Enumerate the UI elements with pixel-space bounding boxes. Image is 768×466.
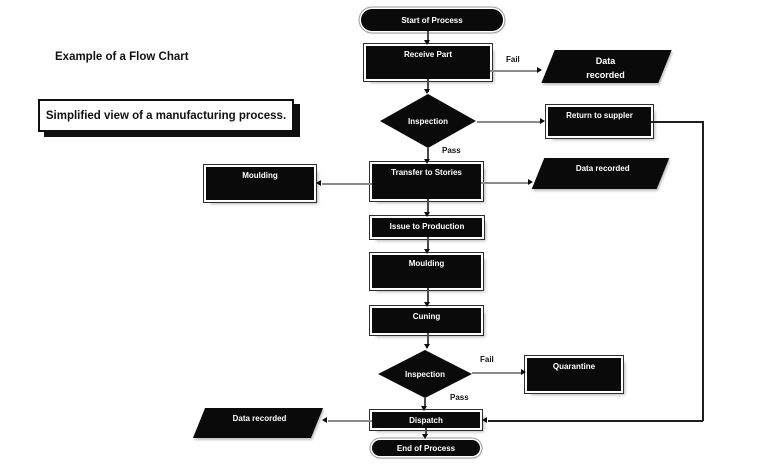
arrowhead-right-icon [521,369,526,375]
node-label: Cuning [412,312,441,321]
arrowhead-down-icon [424,344,430,349]
arrowhead-right-icon [528,179,533,185]
connector-issue-moulding [427,237,429,250]
connector-transfer-issue [427,199,429,213]
connector-return-loop-bottom [488,420,703,422]
subtitle-text: Simplified view of a manufacturing proce… [45,109,287,122]
connector-receive-datarecorded [490,70,538,72]
arrowhead-down-icon [424,212,430,217]
connector-return-loop-top [651,121,703,123]
node-label: Inspection [404,369,445,379]
node-issue-to-production: Issue to Production [372,218,482,237]
connector-return-loop-right [702,121,704,421]
connector-transfer-mouldingleft [322,183,372,185]
node-label: Return to suppler [566,111,633,120]
node-label: Data recorded [232,414,287,423]
node-label: Moulding [242,171,278,180]
node-inspection-2: Inspection [378,350,472,398]
arrowhead-down-icon [422,434,428,439]
edge-label-pass-top: Pass [442,146,461,155]
arrowhead-right-icon [537,67,542,73]
node-label: Data recorded [575,164,630,173]
arrowhead-left-icon [316,180,321,186]
arrowhead-down-icon [421,406,427,411]
node-label: Inspection [407,116,448,126]
node-label: Transfer to Stories [391,168,462,177]
connector-dispatch-datarecordedbottom [328,420,372,422]
node-label: Issue to Production [389,222,465,231]
edge-label-fail-bottom: Fail [480,355,494,364]
node-moulding-main: Moulding [372,255,481,288]
connector-dispatch-end [425,428,427,435]
arrowhead-down-icon [424,249,430,254]
node-label: Quarantine [552,362,596,371]
connector-inspection1-transfer [427,148,429,161]
edge-label-fail-top: Fail [506,55,520,64]
connector-inspection1-return [477,121,542,123]
connector-receive-inspection1 [427,79,429,92]
connector-curing-inspection2 [427,333,429,345]
node-receive-part: Receive Part [366,46,490,79]
node-transfer-to-stores: Transfer to Stories [372,164,481,199]
node-data-recorded-top: Data recorded [541,50,672,83]
node-label: End of Process [396,443,456,453]
node-end-of-process: End of Process [372,440,480,456]
node-data-recorded-mid: Data recorded [531,158,670,189]
arrowhead-down-icon [424,302,430,307]
node-inspection-1: Inspection [380,94,476,148]
subtitle-box: Simplified view of a manufacturing proce… [38,99,294,132]
connector-inspection2-quarantine [472,372,523,374]
connector-moulding-curing [427,288,429,303]
node-label: Receive Part [403,50,453,59]
node-curing: Cuning [372,308,481,333]
node-moulding-left: Moulding [206,167,314,200]
arrowhead-down-icon [424,40,430,45]
arrowhead-right-icon [540,118,545,124]
arrowhead-left-icon [322,417,327,423]
edge-label-pass-bottom: Pass [450,393,469,402]
node-data-recorded-bottom: Data recorded [192,408,324,438]
node-label: Moulding [408,259,445,268]
connector-inspection2-dispatch [424,398,426,407]
node-dispatch: Dispatch [372,412,480,428]
arrowhead-down-icon [424,89,430,94]
node-quarantine: Quarantine [527,358,621,391]
arrowhead-left-icon [482,417,487,423]
connector-start-receive [427,31,429,44]
node-label: Dispatch [409,416,443,425]
page-title: Example of a Flow Chart [55,51,189,63]
node-label: Start of Process [401,15,463,25]
connector-transfer-datarecordedmid [481,182,530,184]
node-label: Data recorded [586,56,625,80]
node-return-to-supplier: Return to suppler [548,107,651,136]
arrowhead-down-icon [424,159,430,164]
node-start-of-process: Start of Process [361,9,503,31]
